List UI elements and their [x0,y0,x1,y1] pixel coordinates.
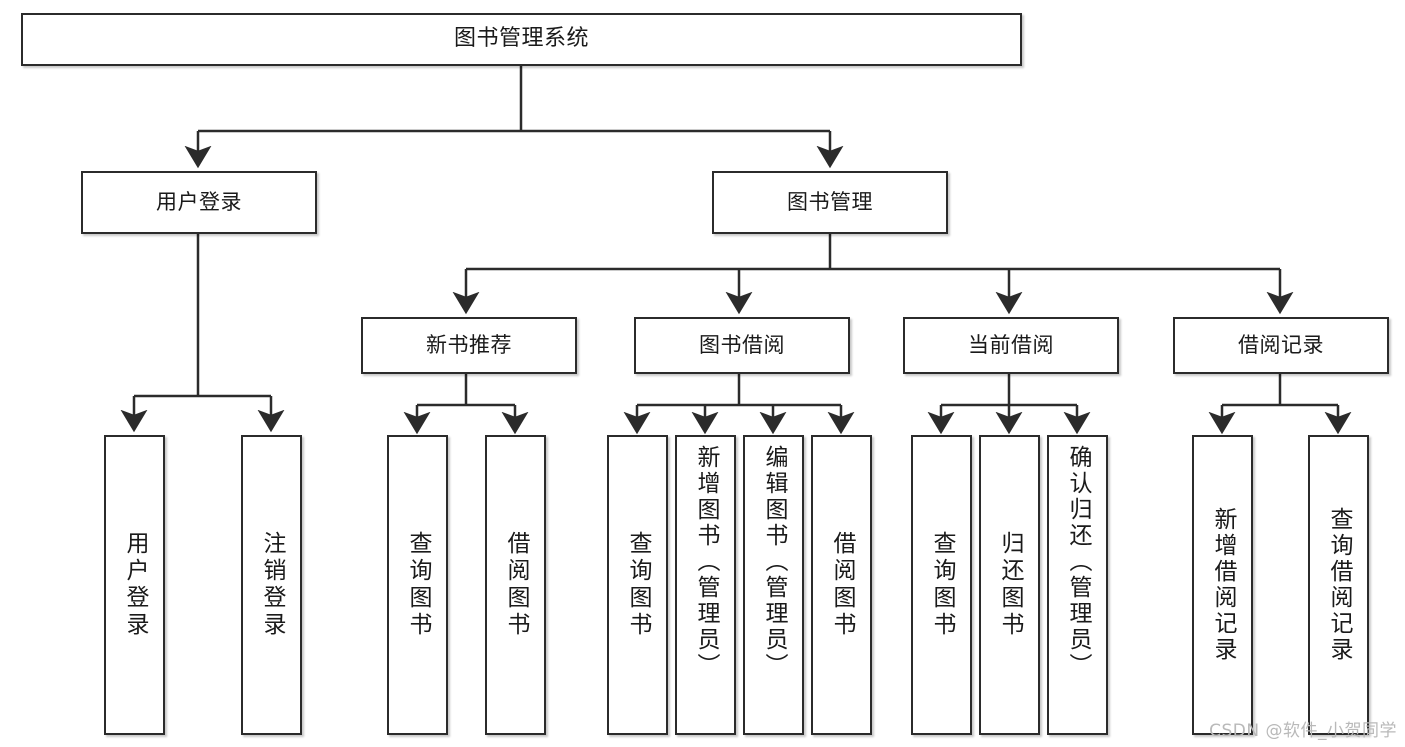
node-label: 用户登录 [156,190,242,215]
node-label: 当前借阅 [968,333,1054,358]
node-new-book-recommendation[interactable]: 新书推荐 [361,317,577,374]
node-leaf-add-book-admin[interactable]: 新增图书（管理员） [675,435,736,735]
node-leaf-logout[interactable]: 注销登录 [241,435,302,735]
csdn-watermark: CSDN @软件_小贺同学 [1209,721,1397,741]
node-leaf-query-books-recommend[interactable]: 查询图书 [387,435,448,735]
node-current-borrowing[interactable]: 当前借阅 [903,317,1119,374]
node-label: 归还图书 [997,531,1023,639]
node-label: 查询图书 [405,531,431,639]
node-label: 图书管理 [787,190,873,215]
node-leaf-query-books-current[interactable]: 查询图书 [911,435,972,735]
node-leaf-query-books-borrow[interactable]: 查询图书 [607,435,668,735]
node-leaf-query-borrow-record[interactable]: 查询借阅记录 [1308,435,1369,735]
node-book-management[interactable]: 图书管理 [712,171,948,234]
node-label: 确认归还（管理员） [1065,445,1091,679]
node-root-book-management-system[interactable]: 图书管理系统 [21,13,1022,66]
node-label: 图书管理系统 [453,26,589,52]
node-label: 新增图书（管理员） [693,445,719,679]
node-borrowing-record[interactable]: 借阅记录 [1173,317,1389,374]
node-label: 注销登录 [259,531,285,639]
node-leaf-edit-book-admin[interactable]: 编辑图书（管理员） [743,435,804,735]
node-label: 图书借阅 [699,333,785,358]
node-label: 编辑图书（管理员） [761,445,787,679]
node-label: 借阅记录 [1238,333,1324,358]
node-label: 用户登录 [122,531,148,639]
node-label: 借阅图书 [503,531,529,639]
node-leaf-borrow-books-recommend[interactable]: 借阅图书 [485,435,546,735]
node-label: 查询图书 [929,531,955,639]
node-label: 查询图书 [625,531,651,639]
node-label: 新书推荐 [426,333,512,358]
node-label: 借阅图书 [829,531,855,639]
node-label: 新增借阅记录 [1210,507,1236,663]
node-user-login[interactable]: 用户登录 [81,171,317,234]
node-leaf-add-borrow-record[interactable]: 新增借阅记录 [1192,435,1253,735]
node-leaf-user-login[interactable]: 用户登录 [104,435,165,735]
node-label: 查询借阅记录 [1326,507,1352,663]
node-book-borrowing[interactable]: 图书借阅 [634,317,850,374]
node-leaf-confirm-return-admin[interactable]: 确认归还（管理员） [1047,435,1108,735]
node-leaf-return-books[interactable]: 归还图书 [979,435,1040,735]
node-leaf-borrow-books[interactable]: 借阅图书 [811,435,872,735]
